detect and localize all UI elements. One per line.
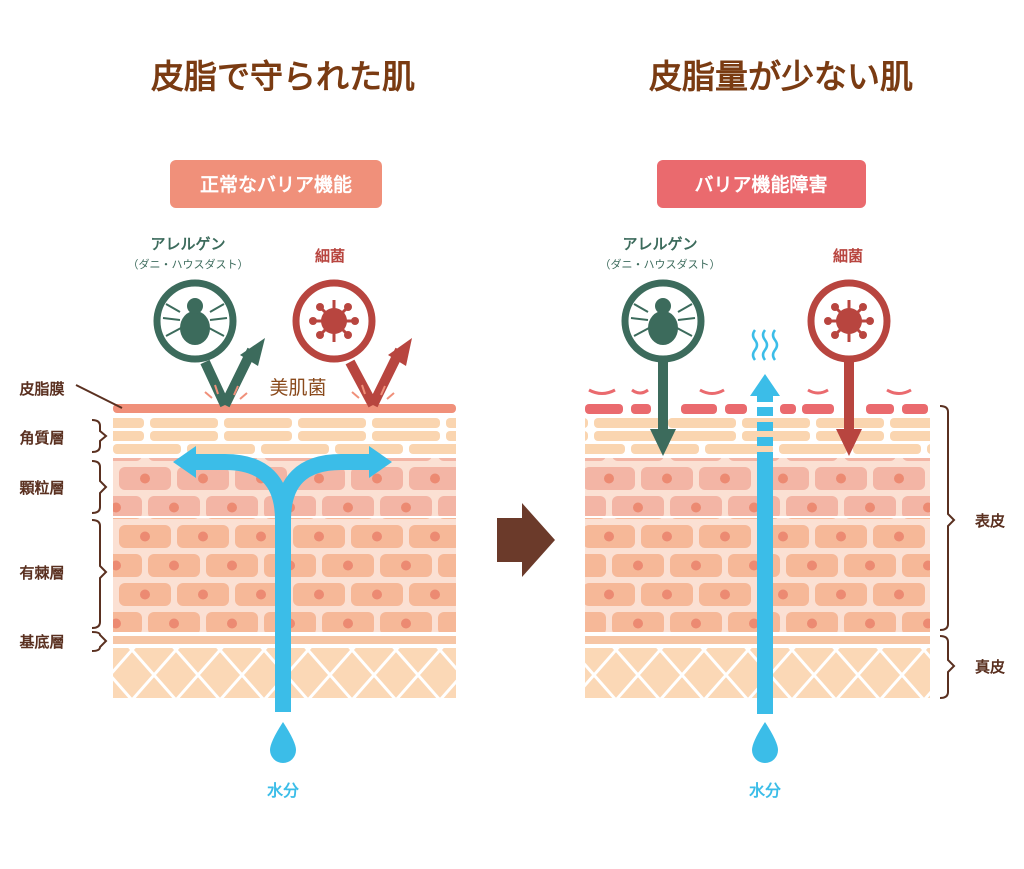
badge-label: バリア機能障害 [694,173,827,196]
basal-layer-label: 基底層 [18,633,64,651]
penetrating-bacteria-arrow [844,359,854,429]
water-drop-icon [752,722,778,763]
penetrating-allergen-arrow [658,359,668,429]
mite-icon [621,279,705,363]
broken-sebum-membrane [585,388,928,414]
stratum-corneum [113,416,456,455]
transition-arrow-icon [497,503,555,577]
evaporation-icon [751,329,779,361]
right-title: 皮脂量が少ない肌 [649,57,913,96]
bacteria-label: 細菌 [315,247,345,265]
epidermis-dermis-braces [939,405,956,699]
epidermis-label: 表皮 [975,512,1005,530]
allergen-sublabel: （ダニ・ハウスダスト） [128,257,249,271]
damaged-barrier-badge: バリア機能障害 [657,160,866,208]
sebum-layer-label: 皮脂膜 [19,380,64,398]
water-retention-arrow [190,454,372,712]
impact-marks [204,384,395,400]
water-label: 水分 [749,781,781,800]
leader-line [75,384,123,409]
bacteria-label: 細菌 [833,247,863,265]
spinous-layer-label: 有棘層 [19,564,64,582]
dermis-label: 真皮 [975,658,1005,676]
bacteria-icon [807,279,891,363]
mite-icon [153,279,237,363]
water-label: 水分 [267,781,299,800]
good-bacteria-label: 美肌菌 [269,377,326,399]
corneum-layer-label: 角質層 [19,429,64,447]
sebum-membrane [113,404,456,413]
granular-layer-label: 顆粒層 [19,479,64,497]
allergen-label: アレルゲン [622,235,697,253]
water-escape-arrow [750,374,780,714]
badge-label: 正常なバリア機能 [200,173,352,196]
water-drop-icon [270,722,296,763]
bacteria-icon [292,279,376,363]
left-title: 皮脂で守られた肌 [151,57,415,96]
layer-braces [91,419,108,652]
allergen-label: アレルゲン [150,235,225,253]
normal-barrier-badge: 正常なバリア機能 [170,160,382,208]
allergen-sublabel: （ダニ・ハウスダスト） [600,257,721,271]
